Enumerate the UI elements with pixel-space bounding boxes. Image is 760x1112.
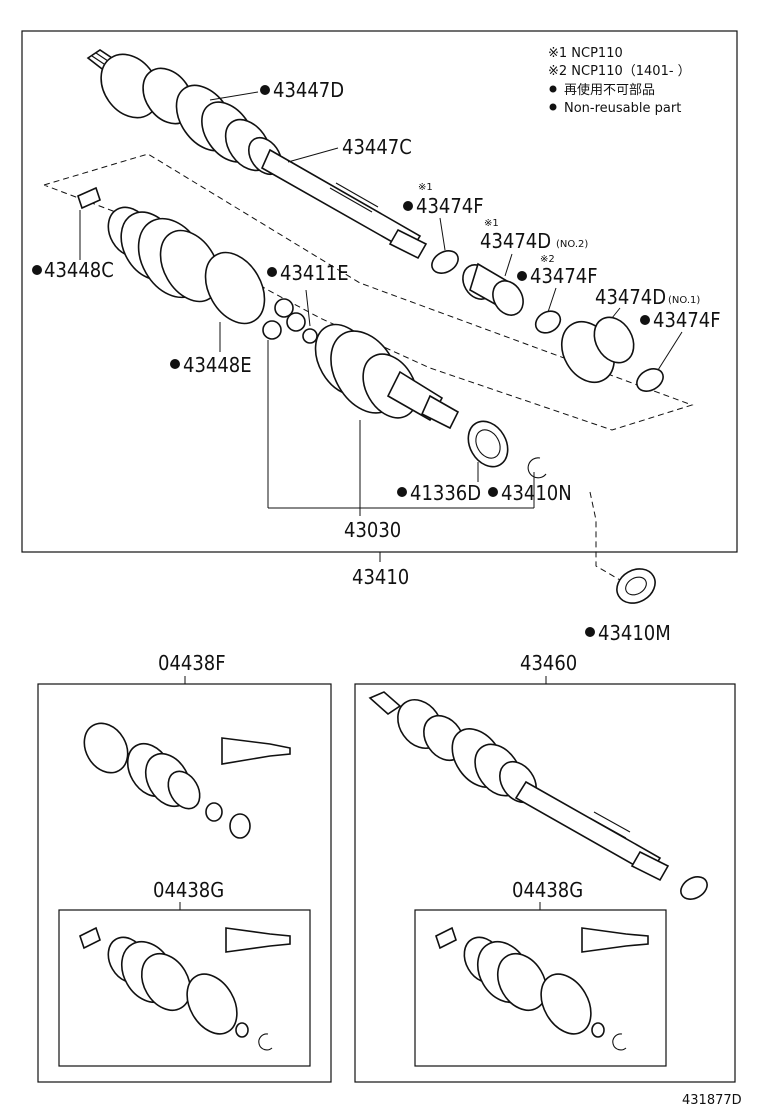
label-04438F: 04438F [158, 651, 226, 675]
clamp-ring-drawing [431, 250, 459, 274]
band-clamp-drawing [204, 251, 266, 325]
kit-04438G-left-frame [58, 909, 311, 1067]
note-ncp110: ※1 NCP110 [548, 46, 623, 61]
note-non-reusable-en: Non-reusable part [564, 101, 681, 116]
note-dot-icon [549, 85, 557, 93]
label-43474D-no1: 43474D [595, 285, 666, 309]
bearing-drawing [616, 568, 656, 604]
label-41336D: 41336D [410, 481, 481, 505]
label-43474F-right: 43474F [653, 308, 721, 332]
damper-drawing [462, 262, 524, 316]
drive-shaft-outer-drawing [86, 49, 428, 260]
oil-seal-drawing [467, 420, 509, 468]
boot-kit-parts-drawing [83, 722, 291, 839]
svg-text:(NO.2): (NO.2) [556, 239, 588, 250]
drive-shaft-assembly-drawing [368, 691, 708, 900]
label-04438G-left: 04438G [153, 878, 224, 902]
inner-boot-kit-right-drawing [435, 926, 649, 1051]
tripod-joint-drawing [262, 298, 318, 344]
note-ncp110-1401: ※2 NCP110（1401- ） [548, 64, 691, 79]
svg-text:※1: ※1 [418, 182, 433, 193]
label-43030: 43030 [344, 518, 401, 542]
clamp-ring-drawing [636, 368, 664, 392]
kit-04438G-right-frame [414, 909, 667, 1067]
label-43447C: 43447C [342, 135, 412, 159]
label-43411E: 43411E [280, 261, 349, 285]
kit-04438F-frame [37, 683, 332, 1083]
inner-boot-kit-left-drawing [79, 926, 291, 1051]
label-43474F-upper: 43474F [416, 194, 484, 218]
label-43474F-middle: 43474F [530, 264, 598, 288]
inner-joint-housing-drawing [314, 323, 460, 430]
clamp-ring-drawing [534, 310, 562, 334]
label-43448C: 43448C [44, 258, 114, 282]
svg-text:※1: ※1 [484, 218, 499, 229]
label-04438G-right: 04438G [512, 878, 583, 902]
kit-43460-frame [354, 683, 736, 1083]
label-43447D: 43447D [273, 78, 344, 102]
svg-text:(NO.1): (NO.1) [668, 295, 700, 306]
label-43410M: 43410M [598, 621, 671, 645]
label-43448E: 43448E [183, 353, 252, 377]
label-43410N: 43410N [501, 481, 572, 505]
note-non-reusable-jp: 再使用不可部品 [564, 82, 655, 98]
label-43460: 43460 [520, 651, 577, 675]
figure-id: 431877D [682, 1093, 742, 1108]
damper-no1-drawing [560, 316, 635, 383]
label-43410: 43410 [352, 565, 409, 589]
note-dot-icon [549, 103, 557, 111]
snap-ring-drawing [527, 457, 547, 479]
label-43474D-no2: 43474D [480, 229, 551, 253]
svg-text:※2: ※2 [540, 254, 555, 265]
inner-boot-drawing [77, 186, 221, 303]
